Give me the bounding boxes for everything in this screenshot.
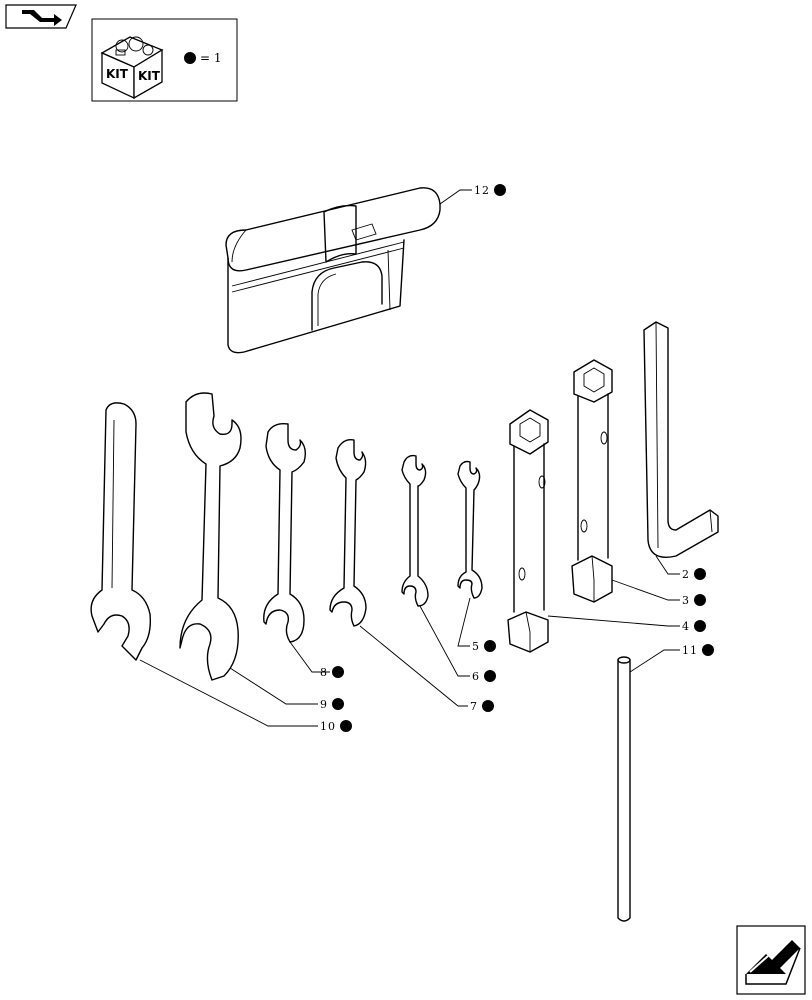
tool-pouch: [225, 187, 441, 354]
wrench-large-single: [90, 402, 152, 661]
kit-bullet-icon: [184, 52, 196, 64]
callout-12-number: 12: [474, 184, 490, 197]
callout-10-bullet-icon: [340, 720, 352, 732]
callout-11-bullet-icon: [702, 644, 714, 656]
callout-2-number: 2: [682, 568, 690, 581]
previous-page-arrow-icon[interactable]: [5, 4, 77, 29]
callout-2-bullet-icon: [694, 568, 706, 580]
callout-4-bullet-icon: [694, 620, 706, 632]
callout-6-bullet-icon: [484, 670, 496, 682]
hex-key-2: [643, 321, 719, 558]
kit-legend: KIT KIT = 1: [91, 18, 238, 102]
callout-9-bullet-icon: [332, 698, 344, 710]
callout-11-number: 11: [682, 644, 698, 657]
callout-3-number: 3: [682, 594, 690, 607]
callout-8-number: 8: [320, 666, 328, 679]
callout-5-number: 5: [472, 640, 480, 653]
callout-7-number: 7: [470, 700, 478, 713]
callout-12-bullet-icon: [494, 184, 506, 196]
callout-6-number: 6: [472, 670, 480, 683]
wrench-double-9: [179, 392, 242, 681]
callout-10-number: 10: [320, 720, 336, 733]
box-spanner-3: [571, 359, 613, 603]
next-page-arrow-icon[interactable]: [736, 925, 806, 995]
box-spanner-4: [507, 409, 549, 653]
wrench-double-5: [457, 460, 483, 599]
callout-9-number: 9: [320, 698, 328, 711]
wrench-double-7: [329, 438, 367, 627]
rod-11: [617, 656, 631, 922]
wrench-double-8: [263, 422, 307, 643]
kit-label-left: KIT: [106, 67, 129, 81]
callout-7-bullet-icon: [482, 700, 494, 712]
kit-equals-text: = 1: [200, 51, 222, 65]
callout-3-bullet-icon: [694, 594, 706, 606]
kit-label-right: KIT: [138, 69, 161, 83]
wrench-double-6: [401, 454, 429, 607]
callout-8-bullet-icon: [332, 666, 344, 678]
callout-4-number: 4: [682, 620, 690, 633]
kit-box-icon: KIT KIT: [100, 36, 164, 100]
callout-5-bullet-icon: [484, 640, 496, 652]
